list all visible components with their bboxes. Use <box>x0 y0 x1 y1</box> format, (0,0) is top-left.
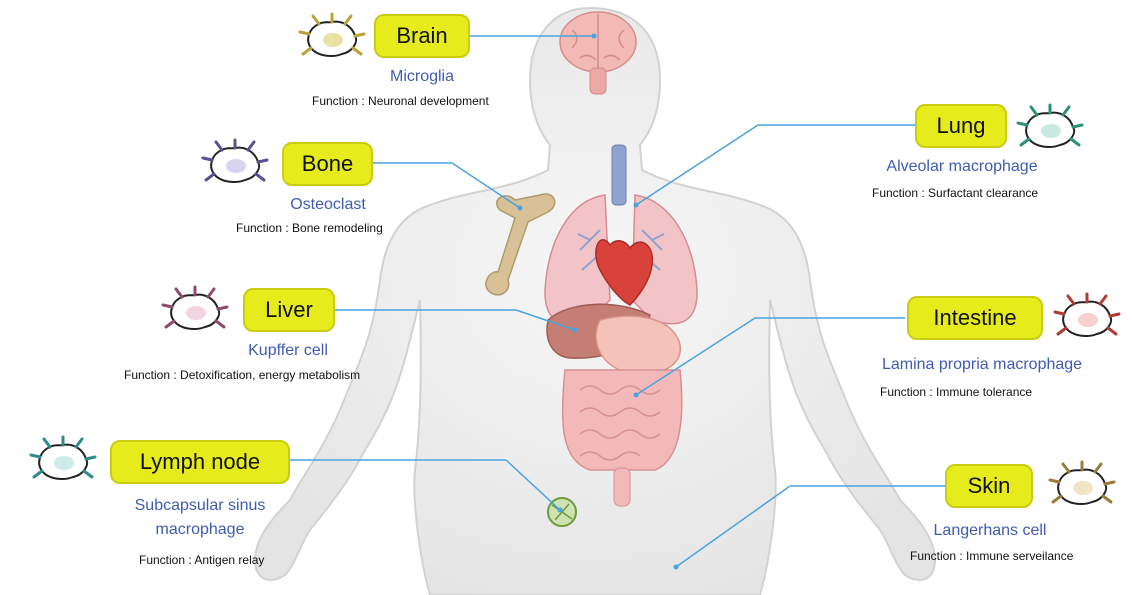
macrophage-icon <box>200 138 270 188</box>
trachea-icon <box>612 145 626 205</box>
function-lung: Function : Surfactant clearance <box>872 186 1038 200</box>
organ-label-brain: Brain <box>374 14 470 58</box>
cell-name-lymph-node-line1: Subcapsular sinus <box>110 495 290 517</box>
function-lymph-node: Function : Antigen relay <box>139 553 264 567</box>
macrophage-icon <box>1047 460 1117 510</box>
function-brain: Function : Neuronal development <box>312 94 489 108</box>
macrophage-icon <box>28 435 98 485</box>
macrophage-icon <box>297 12 367 62</box>
organ-label-intestine: Intestine <box>907 296 1043 340</box>
macrophage-icon <box>160 285 230 335</box>
function-skin: Function : Immune serveilance <box>910 549 1073 563</box>
macrophage-icon <box>1052 292 1122 342</box>
function-liver: Function : Detoxification, energy metabo… <box>124 368 360 382</box>
function-bone: Function : Bone remodeling <box>236 221 383 235</box>
organ-label-lung: Lung <box>915 104 1007 148</box>
cell-name-intestine: Lamina propria macrophage <box>858 354 1106 376</box>
organ-label-liver: Liver <box>243 288 335 332</box>
function-intestine: Function : Immune tolerance <box>880 385 1032 399</box>
cell-name-bone: Osteoclast <box>266 194 390 216</box>
organ-label-lymph-node: Lymph node <box>110 440 290 484</box>
organ-label-bone: Bone <box>282 142 373 186</box>
cell-name-liver: Kupffer cell <box>223 340 353 362</box>
organ-label-skin: Skin <box>945 464 1033 508</box>
cell-name-lung: Alveolar macrophage <box>862 156 1062 178</box>
cell-name-skin: Langerhans cell <box>920 520 1060 542</box>
cell-name-lymph-node-line2: macrophage <box>110 519 290 541</box>
cell-name-brain: Microglia <box>370 66 474 88</box>
macrophage-icon <box>1015 103 1085 153</box>
